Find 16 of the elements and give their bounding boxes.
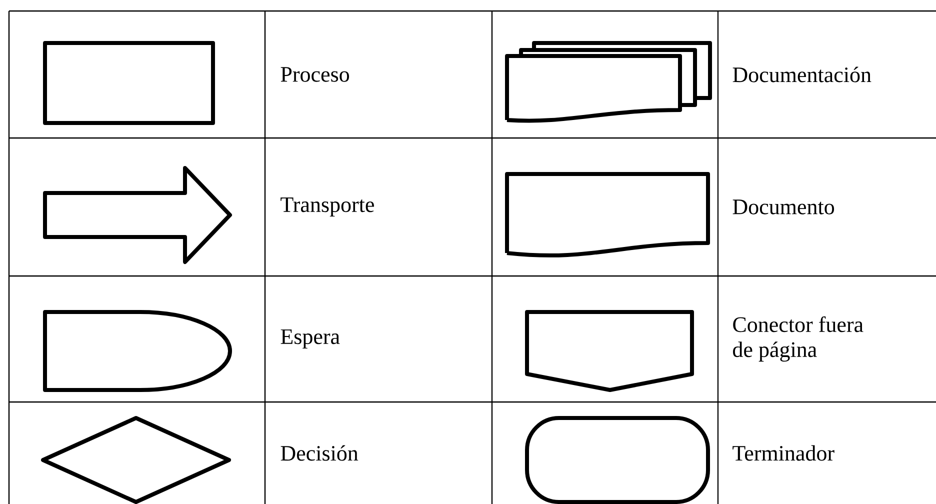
terminator-symbol — [525, 416, 710, 504]
cell-text: Documentación — [732, 66, 872, 82]
document-symbol — [505, 172, 710, 258]
cell-text: Decisión — [280, 445, 358, 461]
cell-text: Conector fuera de página — [733, 316, 864, 362]
off-page-connector-symbol — [525, 310, 694, 392]
cell-text: Espera — [280, 329, 340, 349]
cell-text: Terminador — [732, 445, 834, 461]
transport-symbol — [43, 166, 232, 264]
delay-symbol — [43, 310, 232, 392]
process-symbol — [43, 41, 215, 125]
documentation-symbol — [505, 41, 712, 123]
decision-symbol — [41, 416, 231, 504]
cell-text: Documento — [732, 200, 834, 214]
cell-text: Proceso — [280, 67, 350, 82]
cell-text: Transporte — [280, 197, 374, 217]
